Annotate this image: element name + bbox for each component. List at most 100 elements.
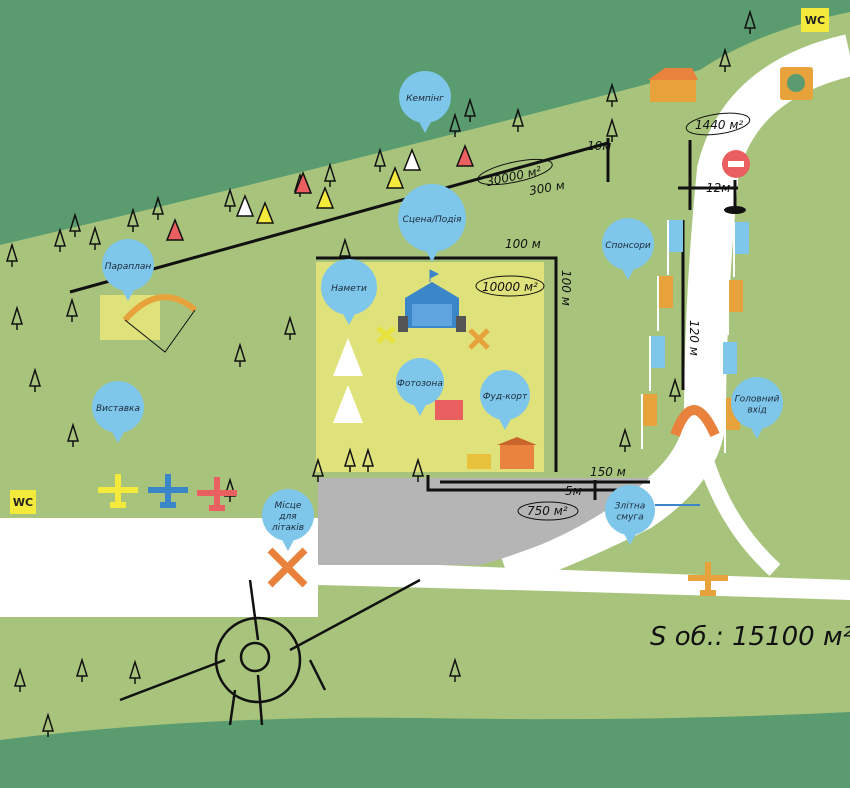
pin-pointer bbox=[623, 532, 637, 545]
pin-label: Місце bbox=[275, 501, 302, 511]
pin-pointer bbox=[621, 267, 635, 280]
sponsor-flag-icon bbox=[668, 220, 683, 252]
paraglider-icon bbox=[122, 294, 197, 322]
pin-bubble bbox=[480, 370, 530, 420]
pin-label: Сцена/Подія bbox=[403, 215, 462, 225]
pin-label: Фотозона bbox=[397, 379, 443, 389]
map-pin-tents[interactable]: Намети bbox=[321, 259, 377, 325]
sponsor-flag-icon bbox=[658, 276, 673, 308]
tree-icon bbox=[151, 195, 165, 220]
total-area: S об.: 15100 м² bbox=[650, 622, 850, 652]
map-pin-exhibition[interactable]: Виставка bbox=[92, 381, 144, 443]
sponsor-flag-icon bbox=[734, 222, 749, 254]
tree-icon bbox=[668, 377, 682, 402]
pin-label: Головний bbox=[735, 395, 780, 405]
sign-base bbox=[724, 206, 746, 214]
map-pin-camping[interactable]: Кемпінг bbox=[399, 71, 451, 133]
tent-icon bbox=[165, 217, 185, 241]
tree-icon bbox=[605, 117, 619, 142]
map-pin-photozone[interactable]: Фотозона bbox=[396, 358, 444, 416]
pin-label: літаків bbox=[271, 523, 304, 533]
pin-bubble bbox=[262, 489, 314, 541]
planes bbox=[98, 474, 728, 596]
tree-icon bbox=[53, 227, 67, 252]
runway bbox=[0, 518, 850, 617]
tent-icon bbox=[315, 185, 335, 209]
pin-label: вхід bbox=[747, 406, 766, 416]
pin-label: Злітна bbox=[615, 502, 646, 512]
pin-bubble bbox=[605, 485, 655, 535]
tree-icon bbox=[66, 422, 80, 447]
map-pin-stage[interactable]: Сцена/Подія bbox=[398, 184, 466, 262]
wc-sign bbox=[10, 490, 36, 514]
photozone-icon bbox=[435, 400, 463, 420]
pin-label: смуга bbox=[616, 513, 643, 523]
tree-icon bbox=[88, 225, 102, 250]
tent-icon bbox=[255, 200, 275, 224]
tree-icon bbox=[126, 207, 140, 232]
tent-icon bbox=[235, 193, 255, 217]
pin-label: Намети bbox=[331, 284, 367, 294]
road bbox=[497, 34, 850, 588]
pin-bubble bbox=[102, 239, 154, 291]
tree-icon bbox=[68, 212, 82, 237]
sponsor-flags bbox=[641, 220, 749, 453]
tree-icon bbox=[128, 659, 142, 684]
road-length: 120 м bbox=[687, 320, 701, 356]
tree-icon bbox=[65, 297, 79, 322]
tree-icon bbox=[223, 187, 237, 212]
tree-icon bbox=[343, 447, 357, 472]
stage-icon bbox=[398, 269, 466, 332]
camping-length: 300 м bbox=[528, 178, 566, 198]
pin-pointer bbox=[342, 312, 356, 325]
area-ellipse bbox=[477, 158, 553, 186]
tent-icon bbox=[402, 147, 422, 171]
small-x-icon bbox=[376, 326, 396, 344]
tree-icon bbox=[448, 112, 462, 137]
map-pin-sponsors[interactable]: Спонсори bbox=[602, 218, 654, 280]
tree-icon bbox=[311, 457, 325, 482]
tent-icon bbox=[455, 143, 475, 167]
pin-pointer bbox=[750, 426, 764, 439]
pin-bubble bbox=[396, 358, 444, 406]
plane-icon bbox=[688, 562, 728, 596]
pin-pointer bbox=[425, 249, 439, 262]
tree-icon bbox=[743, 9, 757, 34]
parking-length: 150 м bbox=[590, 465, 626, 479]
tree-icon bbox=[13, 667, 27, 692]
tree-icon bbox=[75, 657, 89, 682]
area-ellipse bbox=[475, 275, 545, 297]
entrance-area: 1440 м² bbox=[695, 118, 743, 132]
field-width: 100 м bbox=[505, 237, 541, 251]
sponsor-flag-icon bbox=[728, 280, 743, 312]
field-area: 10000 м² bbox=[482, 280, 538, 294]
pin-label: Виставка bbox=[96, 404, 140, 414]
plane-icon bbox=[197, 477, 237, 511]
forest-bottom bbox=[0, 712, 850, 788]
pin-pointer bbox=[111, 430, 125, 443]
pin-pointer bbox=[281, 538, 295, 551]
tree-icon bbox=[41, 712, 55, 737]
sponsor-flag-icon bbox=[650, 336, 665, 368]
road-width: 12м bbox=[706, 181, 730, 195]
pin-bubble bbox=[398, 184, 466, 252]
road-branch bbox=[692, 438, 781, 576]
tree-icon bbox=[233, 342, 247, 367]
tree-icon bbox=[618, 427, 632, 452]
paraglider-lines bbox=[124, 309, 196, 353]
parking bbox=[318, 478, 650, 565]
trees bbox=[5, 9, 757, 737]
map-pin-paraglider[interactable]: Параплан bbox=[102, 239, 154, 301]
pin-pointer bbox=[121, 288, 135, 301]
tree-icon bbox=[283, 315, 297, 340]
pin-pointer bbox=[498, 417, 512, 430]
tree-icon bbox=[5, 242, 19, 267]
leaf-icon bbox=[787, 74, 805, 92]
map-pin-foodcourt[interactable]: Фуд-корт bbox=[480, 370, 530, 430]
pin-bubble bbox=[731, 377, 783, 429]
tree-icon bbox=[10, 305, 24, 330]
